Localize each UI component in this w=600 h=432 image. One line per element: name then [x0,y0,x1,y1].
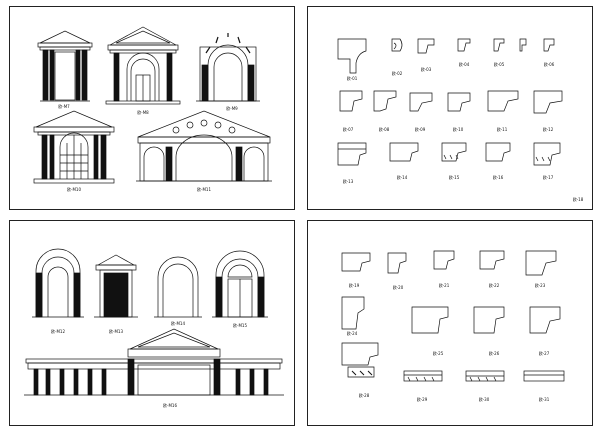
door-m14-drawing [154,256,202,318]
label-moulding-13: 欧-13 [342,179,354,184]
label-moulding-05: 欧-05 [493,62,505,67]
door-m16-drawing [24,328,284,396]
moulding-row-4 [341,250,557,276]
door-m7-drawing [37,30,93,102]
label-moulding-18: 欧-18 [572,197,584,202]
door-m8-drawing [105,26,181,105]
label-door-m16: 欧-M16 [163,403,177,408]
sheet-doorways-bottom: 欧-M12 欧-M13 欧-M14 欧-M15 欧-M16 [9,220,295,426]
sheet-doorways-top: 欧-M7 欧-M8 欧-M9 欧-M10 欧-M11 [9,6,295,210]
label-moulding-21: 欧-21 [438,283,450,288]
label-door-m8: 欧-M8 [137,110,149,115]
label-moulding-11: 欧-11 [496,127,508,132]
door-m9-drawing [196,33,260,102]
sheet-mouldings-top: 欧-01 欧-02 欧-03 欧-04 欧-05 欧-06 欧-07 欧-08 … [307,6,593,210]
moulding-row-1 [337,38,555,74]
label-door-m9: 欧-M9 [226,106,238,111]
mouldings-bottom-drawing [341,250,565,382]
door-m10-drawing [33,110,115,184]
label-door-m11: 欧-M11 [197,187,211,192]
label-moulding-20: 欧-20 [392,285,404,290]
label-door-m15: 欧-M15 [233,323,247,328]
label-moulding-06: 欧-06 [543,62,555,67]
label-moulding-04: 欧-04 [458,62,470,67]
label-moulding-14: 欧-14 [396,175,408,180]
label-moulding-02: 欧-02 [391,71,403,76]
label-moulding-23: 欧-23 [534,283,546,288]
label-moulding-24: 欧-24 [346,331,358,336]
label-moulding-22: 欧-22 [488,283,500,288]
label-door-m13: 欧-M13 [109,329,123,334]
label-moulding-01: 欧-01 [346,76,358,81]
label-moulding-31: 欧-31 [538,397,550,402]
label-moulding-07: 欧-07 [342,127,354,132]
label-moulding-10: 欧-10 [452,127,464,132]
doorways-top-drawing [33,26,272,184]
label-moulding-03: 欧-03 [420,67,432,72]
label-moulding-30: 欧-30 [478,397,490,402]
label-moulding-28: 欧-28 [358,393,370,398]
label-moulding-25: 欧-25 [432,351,444,356]
door-m15-drawing [212,250,268,318]
label-moulding-08: 欧-08 [378,127,390,132]
label-door-m7: 欧-M7 [58,104,70,109]
door-m11-drawing [136,110,272,182]
label-door-m14: 欧-M14 [171,321,185,326]
doorways-bottom-drawing [24,248,284,396]
label-moulding-17: 欧-17 [542,175,554,180]
label-moulding-15: 欧-15 [448,175,460,180]
moulding-row-3 [337,142,561,166]
door-m13-drawing [94,254,138,318]
label-door-m12: 欧-M12 [51,329,65,334]
label-door-m10: 欧-M10 [67,187,81,192]
mouldings-top-drawing [337,38,563,166]
moulding-row-2 [339,90,563,114]
label-moulding-27: 欧-27 [538,351,550,356]
moulding-row-6 [341,342,565,382]
label-moulding-12: 欧-12 [542,127,554,132]
label-moulding-16: 欧-16 [492,175,504,180]
sheet-mouldings-bottom: 欧-19 欧-20 欧-21 欧-22 欧-23 欧-24 欧-25 欧-26 … [307,220,593,426]
moulding-row-5 [341,296,561,334]
label-moulding-29: 欧-29 [416,397,428,402]
label-moulding-09: 欧-09 [414,127,426,132]
label-moulding-19: 欧-19 [348,283,360,288]
door-m12-drawing [32,248,84,318]
label-moulding-26: 欧-26 [488,351,500,356]
